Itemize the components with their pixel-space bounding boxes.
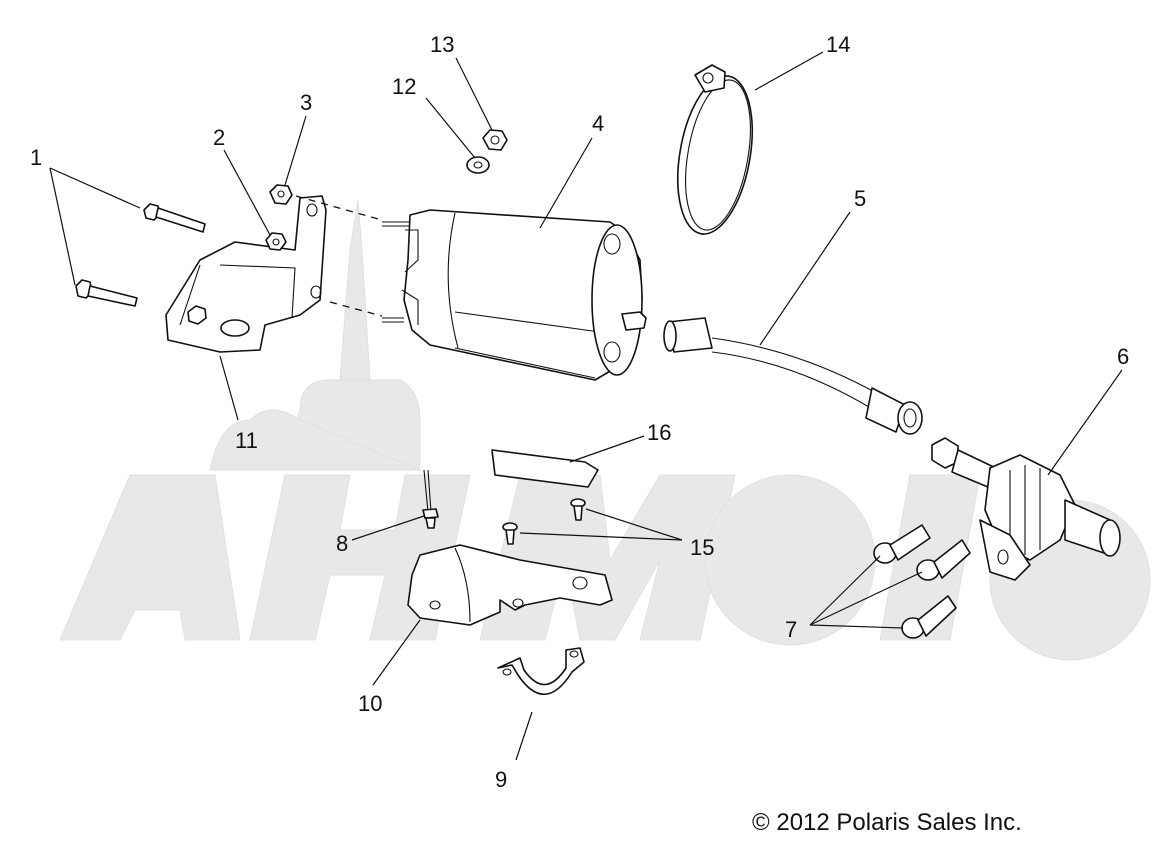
part-5-starter-cable — [663, 317, 923, 435]
part-15-screw-a — [502, 522, 518, 545]
part-2-nut — [265, 232, 287, 251]
alignment-line-upper — [295, 195, 383, 221]
part-10-bracket-plate — [407, 544, 613, 626]
part-9-strap-clamp — [497, 647, 585, 696]
callout-6: 6 — [1117, 344, 1129, 369]
callout-15: 15 — [690, 535, 714, 560]
part-4-starter-motor — [382, 209, 647, 381]
callout-1: 1 — [30, 145, 42, 170]
callout-8: 8 — [336, 531, 348, 556]
copyright-notice: © 2012 Polaris Sales Inc. — [752, 809, 1022, 836]
part-1-bolt-upper — [143, 203, 206, 233]
part-12-washer — [466, 156, 490, 174]
part-7-screw-a — [873, 524, 931, 564]
part-7-screw-c — [901, 595, 957, 639]
callout-4: 4 — [592, 111, 604, 136]
part-7-screw-b — [916, 539, 971, 581]
callout-14: 14 — [826, 32, 850, 57]
callout-13: 13 — [430, 32, 454, 57]
part-13-nut — [482, 129, 508, 151]
leader-lines — [49, 51, 1123, 761]
alignment-line-lower — [329, 301, 383, 317]
callout-12: 12 — [392, 74, 416, 99]
part-15-screw-b — [570, 498, 586, 521]
part-6-starter-drive — [931, 437, 1121, 581]
callout-5: 5 — [854, 186, 866, 211]
part-11-mount-bracket — [165, 195, 327, 353]
callout-9: 9 — [495, 767, 507, 792]
callout-7: 7 — [785, 617, 797, 642]
callout-11: 11 — [235, 428, 258, 453]
callout-10: 10 — [358, 691, 382, 716]
part-3-nut — [269, 184, 293, 205]
part-16-pad — [491, 449, 599, 488]
part-1-bolt-lower — [75, 279, 138, 307]
callout-16: 16 — [647, 420, 671, 445]
part-14-hose-clamp — [677, 64, 753, 235]
part-8-rivet — [422, 469, 439, 529]
callout-3: 3 — [300, 90, 312, 115]
callout-2: 2 — [213, 125, 225, 150]
